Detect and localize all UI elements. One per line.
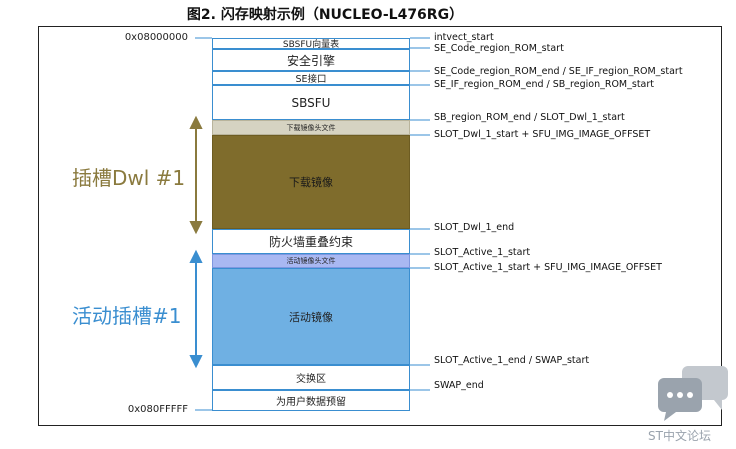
label-intvect-start: intvect_start [434, 32, 494, 43]
label-se-code-region-rom-end: SE_Code_region_ROM_end / SE_IF_region_RO… [434, 66, 683, 77]
dwl-arrow-down-icon [189, 221, 203, 235]
download-slot-title: 插槽Dwl #1 [72, 166, 186, 190]
block-swap-area: 交换区 [212, 365, 410, 390]
watermark-text: ST中文论坛 [648, 429, 711, 443]
block-user-data-reserved: 为用户数据预留 [212, 390, 410, 411]
block-firewall-overlap-constraint: 防火墙重叠约束 [212, 229, 410, 254]
active-arrow-up-icon [189, 249, 203, 263]
block-download-image-header: 下载镜像头文件 [212, 120, 410, 135]
label-slot-active-offset: SLOT_Active_1_start + SFU_IMG_IMAGE_OFFS… [434, 262, 662, 273]
block-se-interface: SE接口 [212, 71, 410, 85]
label-slot-dwl-offset: SLOT_Dwl_1_start + SFU_IMG_IMAGE_OFFSET [434, 129, 651, 140]
label-swap-end: SWAP_end [434, 380, 484, 391]
block-sbsfu-vector-table: SBSFU向量表 [212, 38, 410, 50]
label-sb-region-rom-end: SB_region_ROM_end / SLOT_Dwl_1_start [434, 112, 625, 123]
active-arrow-down-icon [189, 355, 203, 369]
label-se-if-region-rom-end: SE_IF_region_ROM_end / SB_region_ROM_sta… [434, 79, 654, 90]
block-active-image-header: 活动镜像头文件 [212, 254, 410, 268]
block-active-image: 活动镜像 [212, 268, 410, 365]
figure-frame [38, 26, 722, 426]
label-slot-active-end-swap-start: SLOT_Active_1_end / SWAP_start [434, 355, 590, 366]
block-secure-engine: 安全引擎 [212, 49, 410, 71]
label-se-code-region-rom-start: SE_Code_region_ROM_start [434, 43, 564, 54]
figure-title: 图2. 闪存映射示例（NUCLEO-L476RG） [186, 7, 464, 23]
forum-chat-icon [658, 366, 728, 421]
end-address: 0x080FFFFF [127, 404, 188, 415]
block-sbsfu: SBSFU [212, 85, 410, 120]
label-slot-active-start: SLOT_Active_1_start [434, 247, 531, 258]
active-slot-title: 活动插槽#1 [72, 304, 182, 328]
block-download-image: 下载镜像 [212, 135, 410, 229]
dwl-arrow-up-icon [189, 115, 203, 129]
start-address: 0x08000000 [124, 32, 188, 43]
label-slot-dwl-end: SLOT_Dwl_1_end [434, 222, 515, 233]
